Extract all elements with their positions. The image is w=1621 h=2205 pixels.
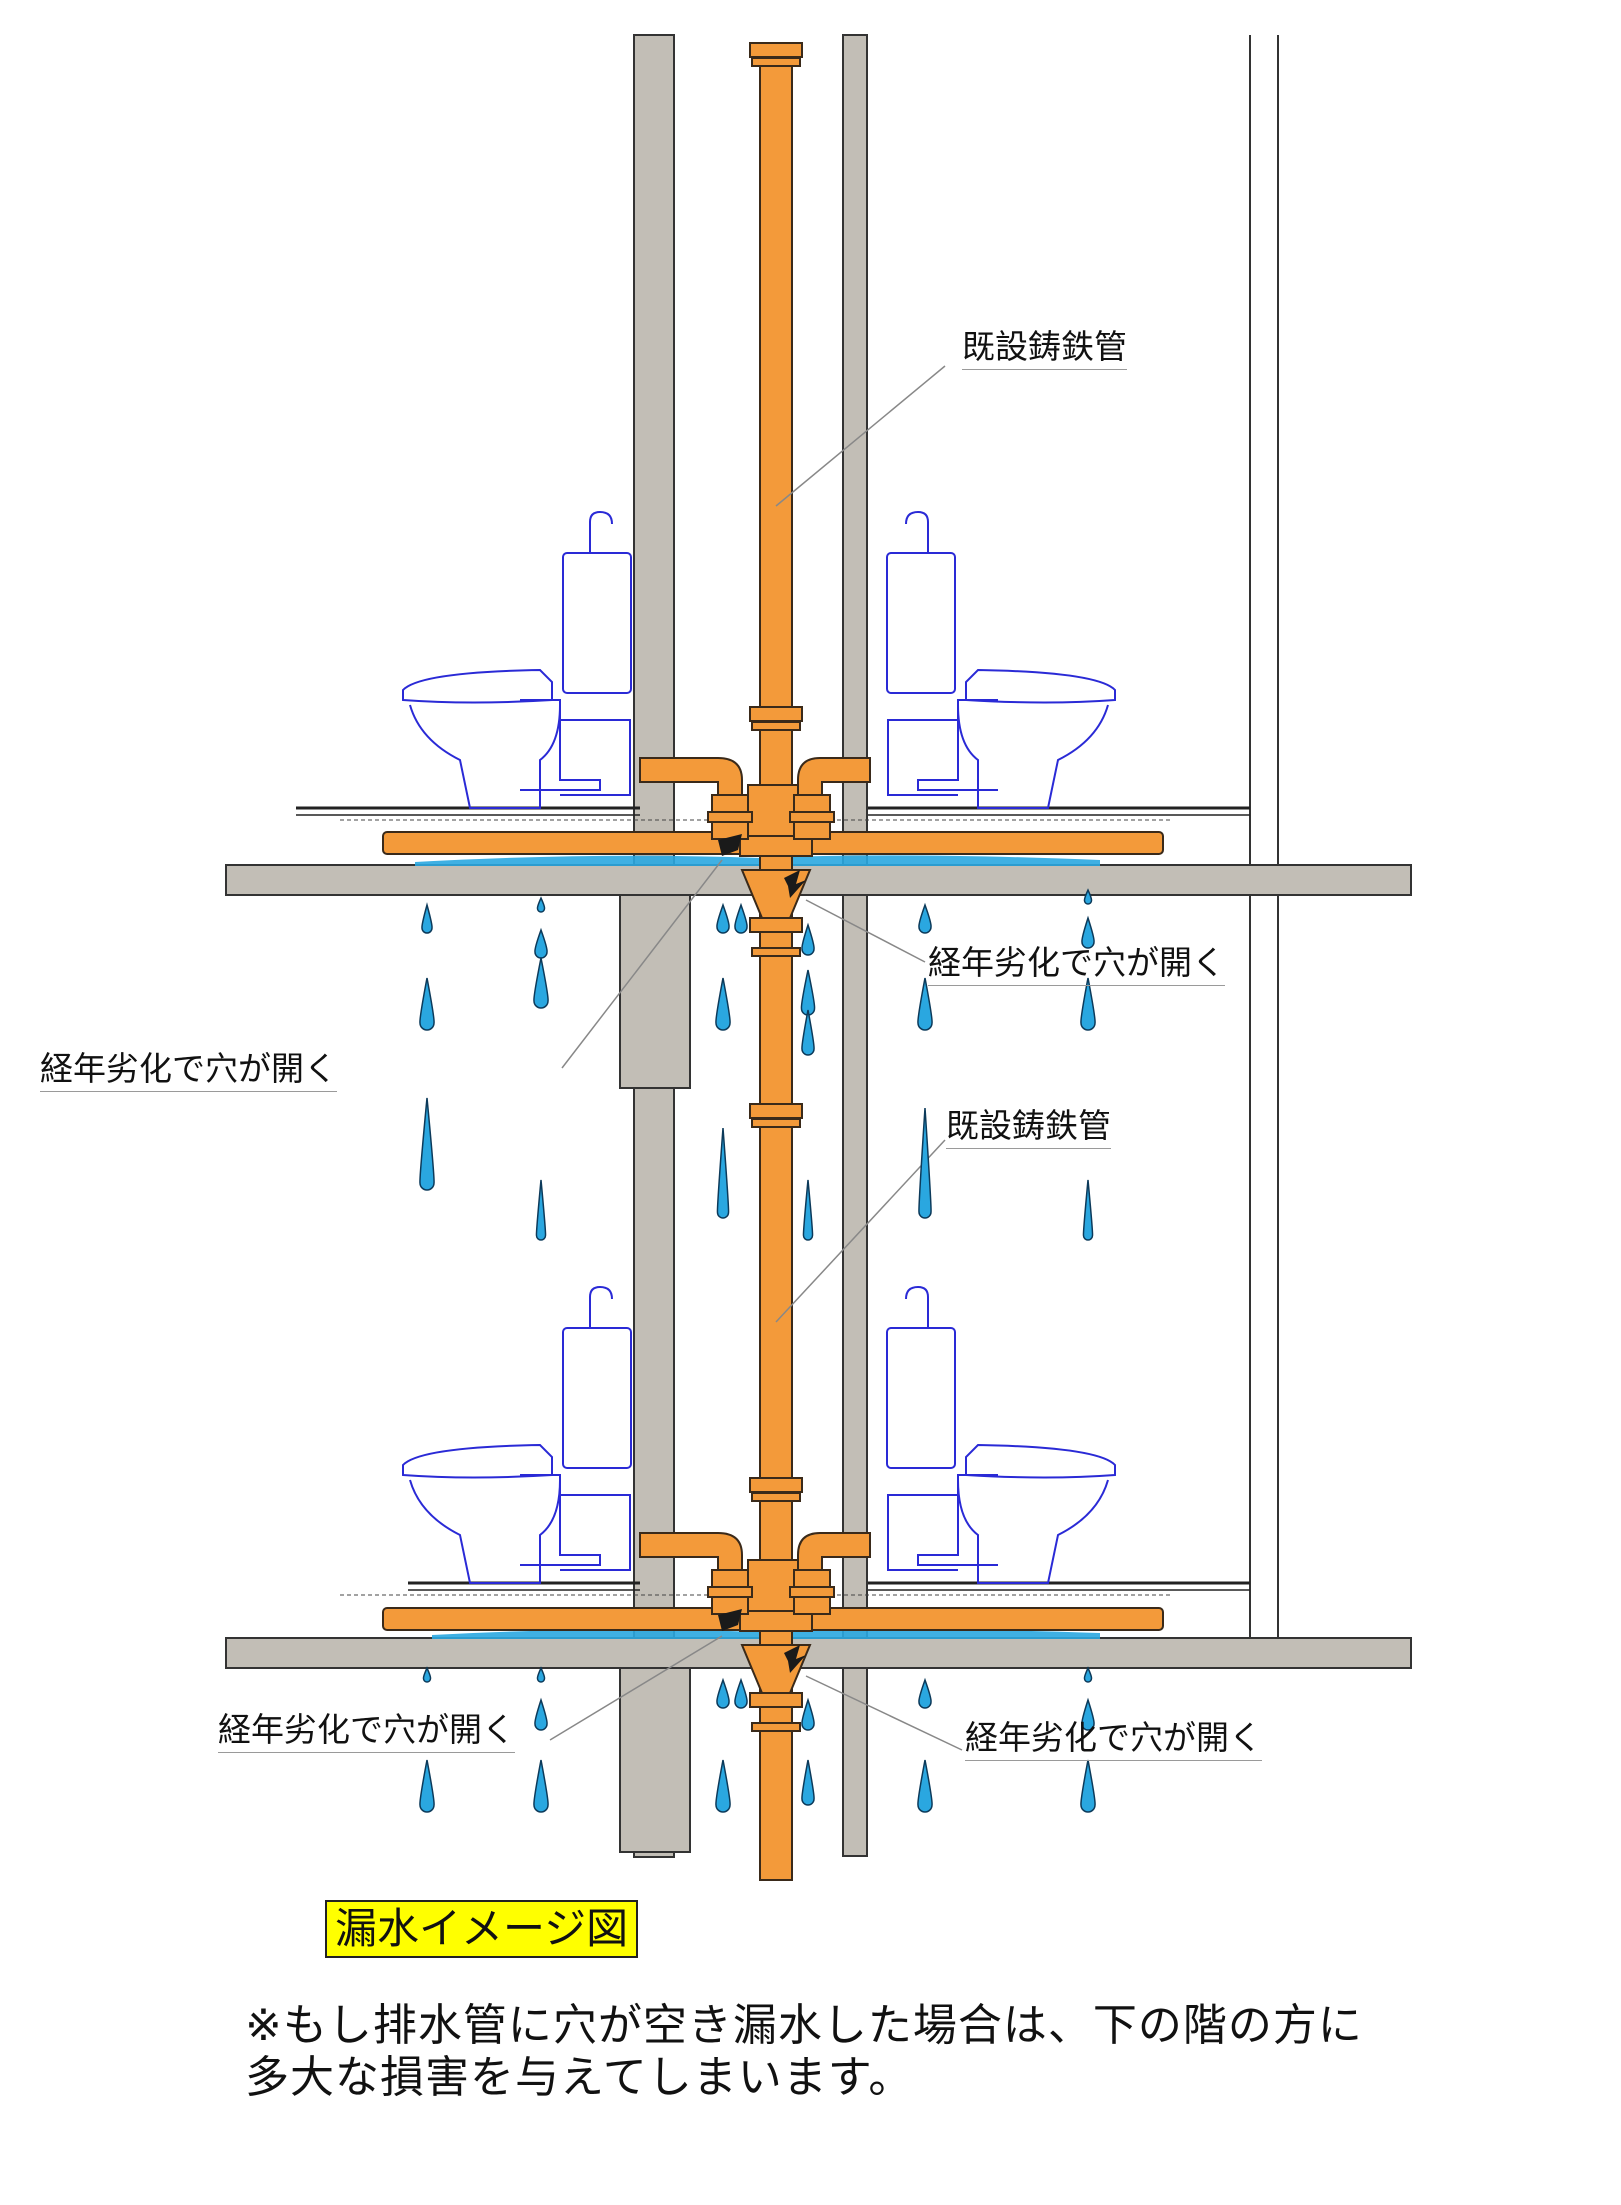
water-drop	[716, 1127, 730, 1219]
label-hole-upper-right: 経年劣化で穴が開く	[928, 946, 1225, 986]
leader-lines	[549, 365, 963, 1751]
diagram-title: 漏水イメージ図	[325, 1900, 639, 1958]
label-text: 経年劣化で穴が開く	[218, 1710, 515, 1749]
water-drop	[917, 1759, 933, 1813]
water-drop	[1080, 1759, 1096, 1813]
water-drop	[801, 1009, 815, 1056]
label-existing-pipe-lower: 既設鋳鉄管	[946, 1109, 1111, 1149]
label-text: 経年劣化で穴が開く	[40, 1049, 337, 1088]
note-line-2: 多大な損害を与えてしまいます。	[245, 2051, 914, 2103]
water-drop	[801, 1759, 815, 1806]
water-drop	[801, 922, 815, 956]
floor-slab-upper	[225, 864, 1412, 896]
water-drop	[421, 902, 433, 934]
water-drop	[917, 977, 933, 1031]
water-drop	[800, 969, 816, 1016]
water-drop	[715, 1759, 731, 1813]
note-line-1: ※もし排水管に穴が空き漏水した場合は、下の階の方に	[245, 2000, 1363, 2051]
label-text: 既設鋳鉄管	[946, 1106, 1111, 1145]
water-drop	[1081, 1697, 1095, 1731]
water-drop	[801, 1697, 815, 1731]
water-drop	[533, 957, 549, 1009]
water-drop	[419, 977, 435, 1031]
water-drop	[534, 1697, 548, 1731]
note-text: ※もし排水管に穴が空き漏水した場合は、下の階の方に 多大な損害を与えてしまいます…	[245, 2000, 1363, 2104]
shaft-wall-left-upper	[633, 34, 675, 866]
water-drop	[715, 977, 731, 1031]
water-drop	[716, 1677, 730, 1709]
label-hole-lower-left: 経年劣化で穴が開く	[218, 1713, 515, 1753]
toilet-icon	[402, 510, 1116, 1584]
water-drop	[1082, 1179, 1094, 1241]
label-text: 経年劣化で穴が開く	[965, 1718, 1262, 1757]
water-drop	[716, 902, 730, 934]
label-hole-upper-left: 経年劣化で穴が開く	[40, 1052, 337, 1092]
water-drop	[734, 1677, 748, 1709]
water-drop	[535, 1179, 547, 1241]
water-drop	[1081, 915, 1095, 949]
water-drop	[918, 902, 932, 934]
label-text: 既設鋳鉄管	[962, 327, 1127, 366]
column-lower	[619, 1655, 691, 1853]
water-drop	[1083, 888, 1093, 905]
water-drop	[918, 1677, 932, 1709]
water-drop	[533, 1759, 549, 1813]
water-spill	[415, 855, 1100, 1639]
label-hole-lower-right: 経年劣化で穴が開く	[965, 1721, 1262, 1761]
water-drop	[536, 896, 546, 913]
water-drop	[1083, 1666, 1093, 1683]
water-drop	[1080, 977, 1096, 1031]
water-drop	[918, 1107, 932, 1219]
shaft-wall-right-lower	[842, 1655, 868, 1857]
shaft-wall-right-upper	[842, 34, 868, 866]
water-drop	[802, 1179, 814, 1241]
shaft-wall-right-mid	[842, 891, 868, 1639]
label-text: 経年劣化で穴が開く	[928, 943, 1225, 982]
corrosion-holes	[718, 834, 806, 1673]
label-existing-pipe-upper: 既設鋳鉄管	[962, 330, 1127, 370]
water-drop	[419, 1097, 435, 1191]
water-drop	[536, 1666, 546, 1683]
column-upper	[619, 891, 691, 1089]
water-drop	[734, 902, 748, 934]
water-drop	[419, 1759, 435, 1813]
water-drop	[534, 927, 548, 959]
water-drop-icon	[419, 888, 1096, 1813]
floor-slab-lower	[225, 1637, 1412, 1669]
water-drop	[422, 1666, 432, 1683]
